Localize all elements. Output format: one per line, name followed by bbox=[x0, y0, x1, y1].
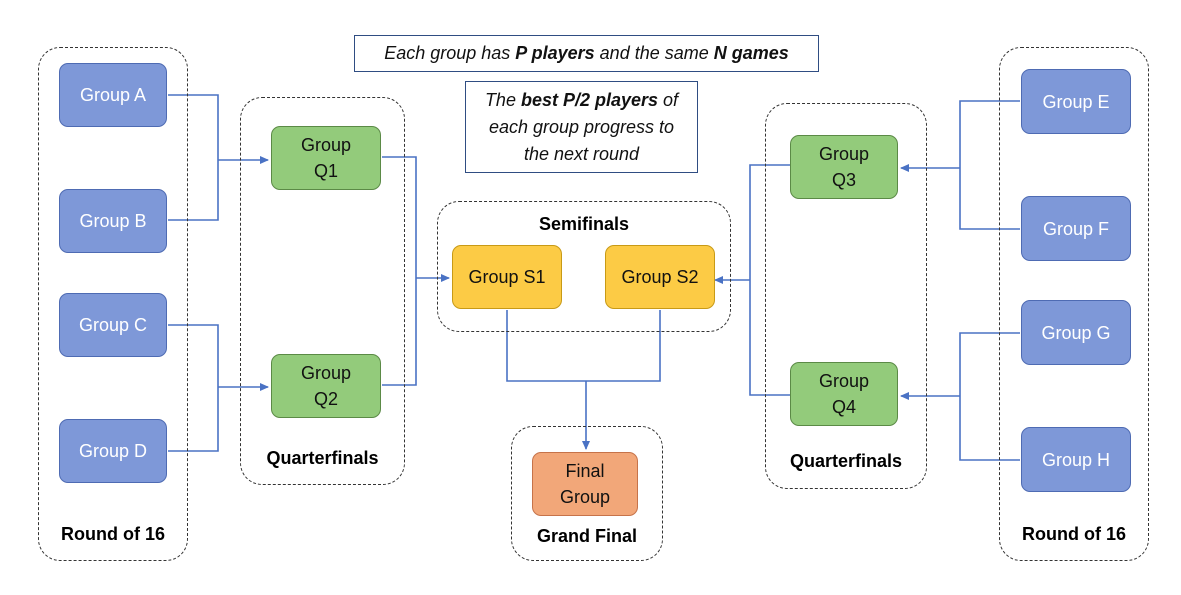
progress-note-line2: each group progress to bbox=[488, 117, 675, 137]
group-c-box: Group C bbox=[59, 293, 167, 357]
group-g-box: Group G bbox=[1021, 300, 1131, 365]
top-note: Each group has P players and the same N … bbox=[354, 35, 819, 72]
final-group-box: Final Group bbox=[532, 452, 638, 516]
group-q1-box: Group Q1 bbox=[271, 126, 381, 190]
group-q3-label-line1: Group bbox=[818, 144, 870, 164]
group-e-label: Group E bbox=[1042, 91, 1110, 112]
note-bold-players: P players bbox=[515, 43, 595, 63]
group-q4-box: Group Q4 bbox=[790, 362, 898, 426]
group-s1-box: Group S1 bbox=[452, 245, 562, 309]
connector-b-q1 bbox=[168, 160, 219, 221]
connector-q3-s2 bbox=[749, 164, 790, 280]
note-text: of bbox=[658, 90, 679, 110]
round-of-16-left-label: Round of 16 bbox=[61, 524, 165, 544]
final-group-label-line1: Final bbox=[565, 461, 605, 481]
semifinals-label: Semifinals bbox=[538, 214, 630, 234]
quarterfinals-right-label: Quarterfinals bbox=[789, 451, 903, 471]
quarterfinals-left-label: Quarterfinals bbox=[266, 448, 379, 468]
progress-note-line1: The best P/2 players of bbox=[466, 87, 697, 114]
note-text: The bbox=[484, 90, 521, 110]
note-text: Each group has bbox=[384, 43, 516, 63]
group-q2-label-line1: Group bbox=[300, 363, 352, 383]
connector-q2-s1 bbox=[382, 278, 417, 386]
connector-a-q1 bbox=[168, 94, 219, 160]
group-c-label: Group C bbox=[78, 315, 148, 335]
connector-e-q3 bbox=[959, 100, 1020, 168]
round-of-16-left-container bbox=[38, 47, 188, 561]
group-f-label: Group F bbox=[1042, 218, 1110, 239]
group-b-box: Group B bbox=[59, 189, 167, 253]
connector-h-q4 bbox=[959, 396, 1020, 461]
group-q4-label-line2: Q4 bbox=[831, 397, 856, 417]
group-q1-label-line2: Q1 bbox=[313, 161, 338, 181]
group-d-box: Group D bbox=[59, 419, 167, 483]
group-s1-label: Group S1 bbox=[468, 267, 546, 287]
group-g-label: Group G bbox=[1041, 322, 1111, 343]
connector-g-q4 bbox=[959, 332, 1020, 396]
connector-q1-s1 bbox=[382, 156, 417, 278]
group-h-box: Group H bbox=[1021, 427, 1131, 492]
group-q2-box: Group Q2 bbox=[271, 354, 381, 418]
quarterfinals-right-container bbox=[765, 103, 927, 489]
group-s2-box: Group S2 bbox=[605, 245, 715, 309]
final-group-label-line2: Group bbox=[559, 487, 611, 507]
grand-final-label: Grand Final bbox=[536, 526, 637, 546]
group-q3-label-line2: Q3 bbox=[831, 170, 856, 190]
group-h-label: Group H bbox=[1041, 449, 1111, 470]
group-b-label: Group B bbox=[79, 211, 147, 231]
connector-s2-final bbox=[586, 310, 661, 382]
group-q3-box: Group Q3 bbox=[790, 135, 898, 199]
note-bold-games: N games bbox=[713, 43, 789, 63]
grand-final-container bbox=[511, 426, 663, 561]
progress-note-line3: the next round bbox=[523, 144, 640, 164]
semifinals-container bbox=[437, 201, 731, 332]
group-e-box: Group E bbox=[1021, 69, 1131, 134]
group-d-label: Group D bbox=[78, 441, 148, 461]
group-q1-label-line1: Group bbox=[300, 135, 352, 155]
connector-c-q2 bbox=[168, 324, 219, 387]
note-bold-best: best P/2 players bbox=[520, 90, 659, 110]
group-q2-label-line2: Q2 bbox=[313, 389, 338, 409]
quarterfinals-left-container bbox=[240, 97, 405, 485]
connector-f-q3 bbox=[959, 168, 1020, 230]
group-a-box: Group A bbox=[59, 63, 167, 127]
progress-note: The best P/2 players of each group progr… bbox=[465, 81, 698, 173]
group-s2-label: Group S2 bbox=[621, 267, 699, 287]
round-of-16-right-label: Round of 16 bbox=[1022, 524, 1126, 544]
group-a-label: Group A bbox=[79, 85, 147, 105]
group-f-box: Group F bbox=[1021, 196, 1131, 261]
group-q4-label-line1: Group bbox=[818, 371, 870, 391]
connector-q4-s2 bbox=[749, 280, 790, 396]
connector-d-q2 bbox=[168, 387, 219, 452]
connector-s1-final bbox=[506, 310, 586, 382]
note-text: and the same bbox=[594, 43, 714, 63]
round-of-16-right-container bbox=[999, 47, 1149, 561]
